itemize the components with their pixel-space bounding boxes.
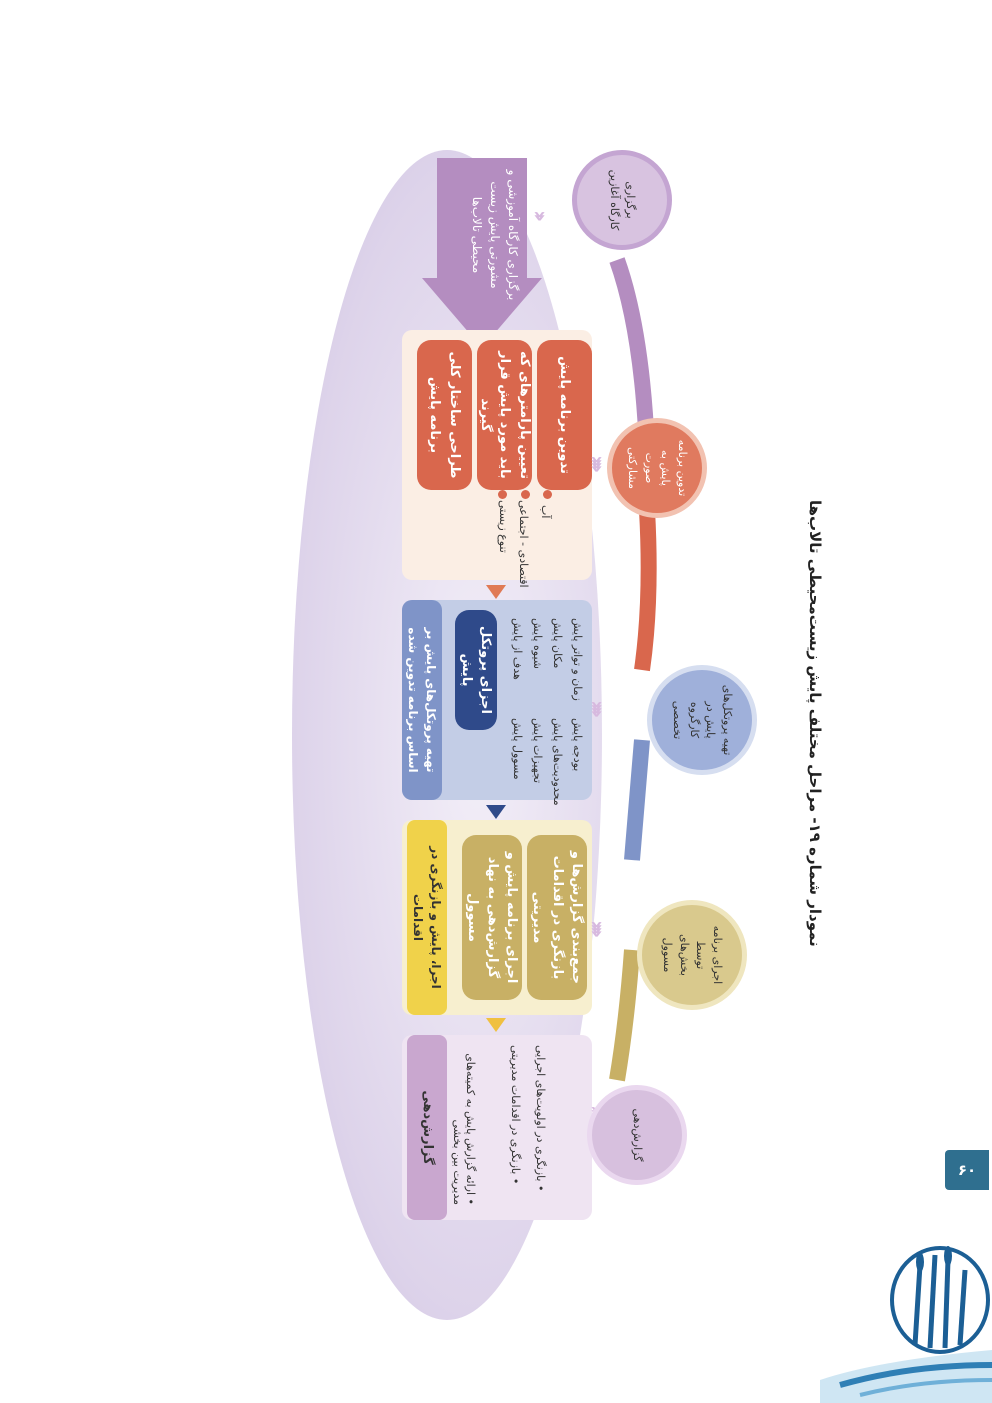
protocol-header: تهیه پروتکل‌های پایش بر اساس برنامه تدوی… [402,600,442,800]
page-number-badge: ۶۰ [945,1150,989,1190]
report-bullet: • ارائه گزارش پایش به کمیته‌های مدیریت ب… [451,1053,477,1205]
branch-item-water: آب [539,505,552,519]
branch-dot [498,490,507,499]
arrow-down-orange [486,585,506,599]
protocol-item: شیوه پایش [531,618,544,669]
protocol-item: هدف از پایش [511,618,524,680]
protocol-subheader: اجزای پروتکل پایش [455,610,497,730]
branch-item-socioeconomic: اقتصادی - اجتماعی [517,500,530,588]
stage-circle-report: گزارش‌دهی [587,1085,687,1185]
stage-circle-implement: اجرای برنامه توسط بخش‌های مسوول [637,900,747,1010]
arrow-down-blue [486,805,506,819]
report-bullet: • بازنگری در اقدامات مدیریتی [509,1045,522,1185]
report-header: گزارش‌دهی [407,1035,447,1220]
protocol-item: مسوول پایش [511,718,524,780]
diagram-caption: نمودار شماره ۱۹- مراحل مختلف پایش زیست‌م… [806,500,824,947]
page-number: ۶۰ [957,1161,977,1179]
implement-box-execute: اجرای برنامه پایش و گزارش‌دهی به نهاد مس… [462,835,522,1000]
arrow-down-yellow [486,1018,506,1032]
protocol-item: محدودیت‌های پایش [551,718,564,806]
branch-dot [543,490,552,499]
wetland-reeds-logo [820,1246,992,1403]
branch-item-biodiversity: تنوع زیستی [497,500,510,553]
stage-circle-design: تدوین برنامه پایش به صورت مشارکتی [607,418,707,518]
protocol-item: مکان پایش [551,618,564,669]
implement-header: اجرا، پایش و بازنگری در اقدامات [407,820,447,1015]
top-arrow-label: برگزاری کارگاه آموزشی و مشورتی پایش زیست… [470,169,520,301]
design-box-parameters: تعیین پارامترهای که باید مورد پایش قرار … [477,340,532,490]
stage-circle-start: برگزاری کارگاه آغازین [572,150,672,250]
branch-dot [521,490,530,499]
protocol-item: تجهیزات پایش [531,718,544,784]
stage-circle-protocol: تهیه پروتکل‌های پایش در کارگروه تخصصی [647,665,757,775]
design-box-structure: طراحی ساختار کلی برنامه پایش [417,340,472,490]
report-bullet: • بازنگری در اولویت‌های اجرایی [534,1045,547,1192]
top-arrow-shape [422,158,542,348]
chevron-right-icon: ›› [527,210,552,217]
